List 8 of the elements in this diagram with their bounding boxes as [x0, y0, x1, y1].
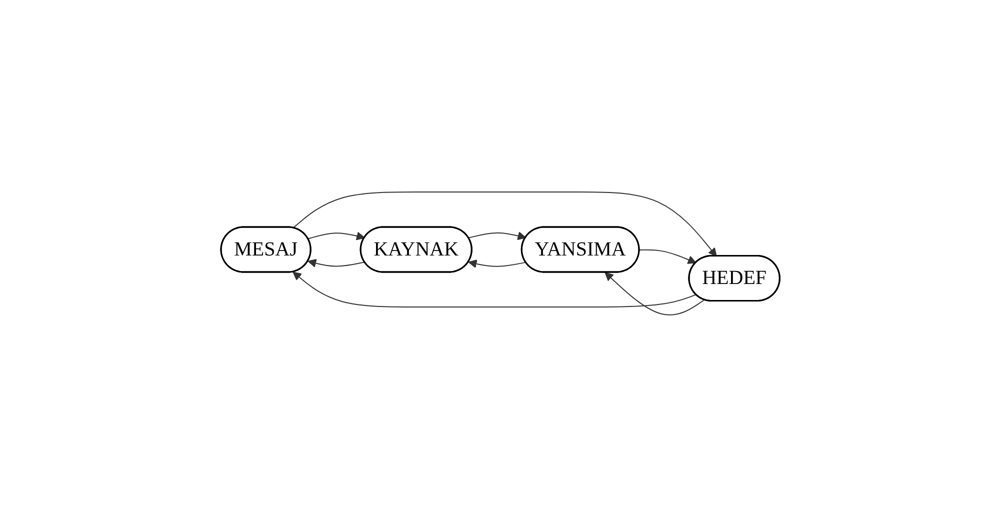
arrow — [638, 249, 696, 264]
arrow — [292, 192, 717, 257]
arrow — [307, 258, 365, 268]
arrow — [468, 232, 526, 240]
arrow — [468, 260, 526, 268]
arrow — [604, 272, 704, 316]
arrow — [292, 272, 696, 308]
arrow — [307, 232, 365, 240]
